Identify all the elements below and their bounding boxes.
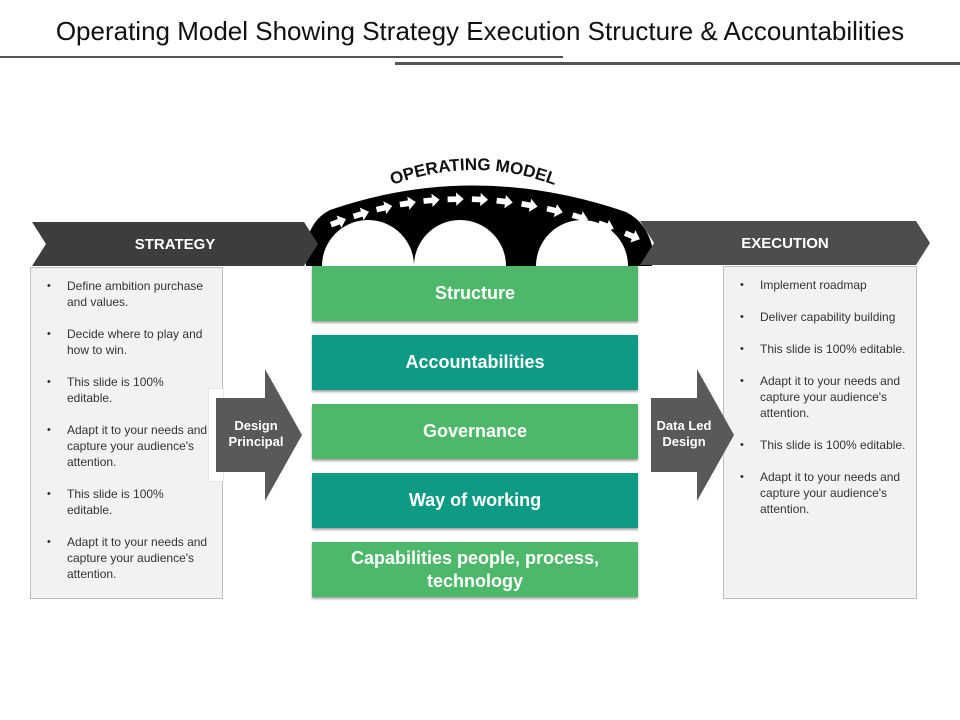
model-bar-label: Structure: [434, 283, 515, 303]
arch-arrow-icon: [571, 211, 589, 224]
execution-item-text: Deliver capability building: [760, 310, 896, 324]
model-bar: Structure: [312, 266, 638, 321]
arch-arrow-group: [329, 192, 640, 243]
arch-arrow-icon: [471, 192, 489, 207]
arch-arrow-icon: [496, 195, 513, 209]
bullet-icon: •: [740, 439, 744, 451]
strategy-item: • This slide is 100% editable.: [41, 374, 212, 406]
strategy-label: STRATEGY: [134, 235, 216, 253]
execution-label: EXECUTION: [741, 234, 829, 252]
bullet-icon: •: [47, 376, 51, 388]
strategy-chevron: STRATEGY: [32, 222, 318, 266]
bullet-icon: •: [740, 311, 744, 323]
execution-chevron: EXECUTION: [640, 221, 930, 265]
strategy-item: • Adapt it to your needs and capture your…: [41, 422, 212, 470]
strategy-item: • Define ambition purchase and values.: [41, 278, 212, 310]
bullet-icon: •: [47, 488, 51, 500]
strategy-item: • Adapt it to your needs and capture your…: [41, 534, 212, 582]
strategy-item-text: Adapt it to your needs and capture your …: [67, 423, 208, 469]
execution-item-text: This slide is 100% editable.: [760, 438, 906, 452]
model-bar: Governance: [312, 404, 638, 459]
page-title: Operating Model Showing Strategy Executi…: [55, 16, 905, 46]
data-led-design-label: Data Led Design: [656, 418, 712, 449]
execution-item: • This slide is 100% editable.: [734, 437, 906, 453]
title-underline-right: [395, 62, 960, 65]
model-bar: Capabilities people, process, technology: [312, 542, 638, 597]
arch-arrow-icon: [521, 198, 538, 212]
model-bar: Way of working: [312, 473, 638, 528]
arch-arrow-icon: [447, 192, 464, 206]
execution-panel: • Implement roadmap • Deliver capability bu…: [723, 266, 917, 599]
arch-arrow-icon: [623, 230, 640, 243]
execution-item-text: Adapt it to your needs and capture your …: [760, 374, 901, 420]
arch-arrow-icon: [329, 215, 346, 228]
title-underline-left: [0, 56, 563, 58]
strategy-item-text: Adapt it to your needs and capture your …: [67, 535, 208, 581]
execution-item: • Adapt it to your needs and capture your…: [734, 373, 906, 421]
bullet-icon: •: [47, 280, 51, 292]
strategy-item-text: This slide is 100% editable.: [67, 375, 164, 405]
arch-arrow-icon: [597, 219, 614, 233]
execution-list: • Implement roadmap • Deliver capability bu…: [724, 267, 916, 517]
strategy-item-text: Decide where to play and how to win.: [67, 327, 203, 357]
model-bar-label: Accountabilities: [405, 352, 545, 372]
model-bar-label: Capabilities people, process, technology: [350, 547, 600, 591]
bullet-icon: •: [740, 375, 744, 387]
bullet-icon: •: [740, 343, 744, 355]
arch-arrow-icon: [352, 207, 369, 221]
strategy-item-text: Define ambition purchase and values.: [67, 279, 204, 309]
strategy-item: • Decide where to play and how to win.: [41, 326, 212, 358]
arch-arrow-icon: [399, 196, 416, 210]
strategy-panel: • Define ambition purchase and values. • De…: [30, 267, 223, 599]
arch-arrow-icon: [423, 193, 440, 207]
execution-item-text: Implement roadmap: [760, 278, 867, 292]
bullet-icon: •: [47, 536, 51, 548]
design-principal-label: Design Principal: [228, 418, 284, 449]
strategy-list: • Define ambition purchase and values. • De…: [31, 268, 222, 582]
strategy-item: • This slide is 100% editable.: [41, 486, 212, 518]
arch-arrow-icon: [546, 204, 563, 218]
bullet-icon: •: [47, 424, 51, 436]
bullet-icon: •: [740, 471, 744, 483]
arch-label: OPERATING MODEL: [388, 155, 560, 189]
strategy-item-text: This slide is 100% editable.: [67, 487, 164, 517]
bullet-icon: •: [740, 279, 744, 291]
execution-item-text: Adapt it to your needs and capture your …: [760, 470, 901, 516]
arch-arrow-icon: [375, 201, 393, 215]
execution-item-text: This slide is 100% editable.: [760, 342, 906, 356]
model-bar-label: Governance: [422, 421, 528, 441]
model-bar-label: Way of working: [408, 490, 542, 510]
model-bar: Accountabilities: [312, 335, 638, 390]
execution-item: • Adapt it to your needs and capture your…: [734, 469, 906, 517]
execution-item: • This slide is 100% editable.: [734, 341, 906, 357]
arch-shape: [306, 185, 652, 266]
execution-item: • Deliver capability building: [734, 309, 906, 325]
bullet-icon: •: [47, 328, 51, 340]
execution-item: • Implement roadmap: [734, 277, 906, 293]
